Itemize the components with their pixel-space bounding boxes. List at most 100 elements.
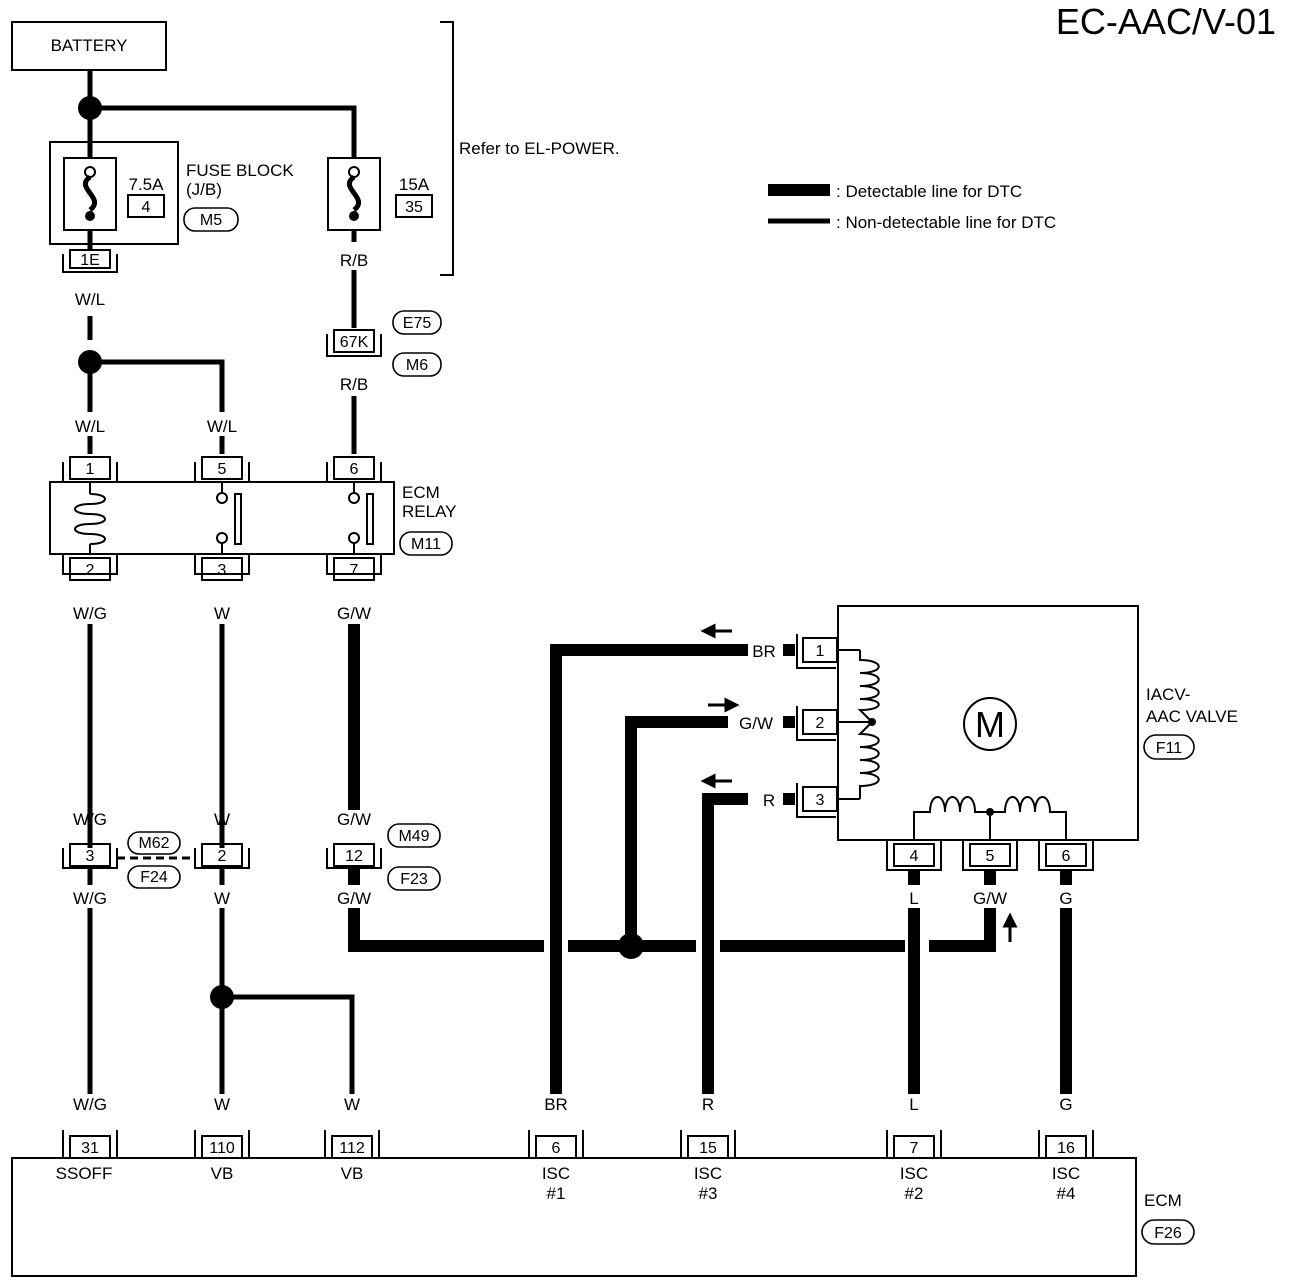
legend-non-detectable-text: : Non-detectable line for DTC	[836, 213, 1056, 232]
wire-color-label: W/L	[75, 290, 105, 309]
relay-term-2: 2	[86, 562, 95, 579]
inline-connector-blocks	[62, 843, 382, 869]
wire-color-label: W	[214, 810, 230, 829]
ecm-term-110: 110	[209, 1140, 235, 1157]
connector-f23: F23	[400, 871, 428, 888]
iacv-connector-pill	[1143, 734, 1195, 760]
refer-note: Refer to EL-POWER.	[459, 139, 620, 158]
wire-color-label: W	[214, 889, 230, 908]
fuse2-amp: 15A	[399, 175, 430, 194]
ecm-pin-name: ISC	[542, 1164, 570, 1183]
thick-wires	[348, 624, 1072, 1094]
wire-color-label: W/G	[73, 1095, 107, 1114]
ecm-pin-name: SSOFF	[56, 1164, 113, 1183]
iacv-term-3: 3	[816, 792, 825, 809]
fuse-block: 7.5A 4 1E	[49, 141, 179, 273]
wire-color-label: W/L	[75, 417, 105, 436]
fuse-block-title: FUSE BLOCK	[186, 161, 294, 180]
relay-switch-1	[216, 482, 242, 554]
connector-pill	[387, 823, 441, 848]
wire-color-label: R	[702, 1095, 714, 1114]
relay-coil	[74, 482, 106, 554]
motor-label: M	[975, 704, 1005, 745]
joint-connector-67k	[326, 329, 382, 357]
relay-switch-2	[348, 482, 374, 554]
ecm-term-16: 16	[1057, 1140, 1075, 1157]
wire-color-label: G	[1059, 889, 1072, 908]
ecm-relay-name-2: RELAY	[402, 502, 457, 521]
wire-color-label: G/W	[337, 889, 371, 908]
fuse-35: 15A 35	[327, 157, 433, 242]
iacv-term-6: 6	[1062, 848, 1071, 865]
legend-detectable-text: : Detectable line for DTC	[836, 182, 1022, 201]
inline-term-3: 3	[86, 848, 95, 865]
wire-color-label: W/G	[73, 810, 107, 829]
iacv-name-1: IACV-	[1146, 685, 1190, 704]
wire-color-label: BR	[752, 642, 776, 661]
ecm-pin-sub: #4	[1057, 1184, 1076, 1203]
ecm-relay-connector-pill	[399, 531, 453, 556]
connector-m62: M62	[138, 835, 169, 852]
wire-color-label: G/W	[739, 714, 773, 733]
junction-dot	[986, 808, 994, 816]
connector-m49: M49	[398, 828, 429, 845]
relay-term-6: 6	[350, 461, 359, 478]
ecm-pin-sub: #3	[699, 1184, 718, 1203]
relay-term-5: 5	[218, 461, 227, 478]
ecm-pin-name: ISC	[1052, 1164, 1080, 1183]
ecm-term-6: 6	[552, 1140, 561, 1157]
wire-color-label: R/B	[340, 375, 368, 394]
ecm-relay-connector: M11	[411, 536, 441, 553]
wire-color-label: L	[909, 1095, 918, 1114]
ecm-pin-name: VB	[211, 1164, 234, 1183]
fuse-block-connector: M5	[200, 212, 222, 229]
wire-color-label: W	[214, 1095, 230, 1114]
junction-dot	[868, 718, 876, 726]
wire-color-label: W/G	[73, 889, 107, 908]
ecm-relay-name-1: ECM	[402, 483, 440, 502]
fuse-block-subtitle: (J/B)	[186, 180, 222, 199]
wire-color-label: R/B	[340, 251, 368, 270]
relay-term-3: 3	[218, 562, 227, 579]
connector-pill	[127, 831, 181, 855]
ecm-term-31: 31	[81, 1140, 99, 1157]
joint-terminal: 67K	[340, 334, 369, 351]
junction-dot	[618, 933, 644, 959]
wire-color-label: L	[909, 889, 918, 908]
wire-color-label: G	[1059, 1095, 1072, 1114]
ecm-term-7: 7	[910, 1140, 919, 1157]
wire-color-label: G/W	[337, 604, 371, 623]
fuse1-number: 4	[142, 199, 151, 216]
ecm-box	[11, 1157, 1137, 1277]
page-code: EC-AAC/V-01	[1056, 1, 1276, 42]
relay-bottom-terminals	[62, 554, 382, 581]
ecm-pin-name: VB	[341, 1164, 364, 1183]
connector-pill	[127, 865, 181, 889]
junction-dot	[210, 985, 234, 1009]
joint-connector-e75: E75	[403, 315, 432, 332]
ecm-terminal-blocks	[62, 1130, 1094, 1159]
fuse1-amp: 7.5A	[129, 175, 165, 194]
iacv-term-5: 5	[986, 848, 995, 865]
wire-color-label: G/W	[337, 810, 371, 829]
iacv-term-4: 4	[910, 848, 919, 865]
fuse2-number: 35	[405, 199, 423, 216]
iacv-name-2: AAC VALVE	[1146, 707, 1238, 726]
wire-color-label: W/L	[207, 417, 237, 436]
wire-color-label: G/W	[973, 889, 1007, 908]
iacv-bottom-terminals	[886, 840, 1094, 871]
iacv-left-terminals	[796, 634, 838, 818]
wire-color-label: BR	[544, 1095, 568, 1114]
connector-pill	[387, 866, 441, 891]
ecm-pin-name: ISC	[900, 1164, 928, 1183]
motor-symbol	[963, 697, 1017, 751]
thin-wires	[87, 70, 357, 1094]
iacv-term-2: 2	[816, 715, 825, 732]
inline-term-2: 2	[218, 848, 227, 865]
joint-connector-pill	[392, 352, 442, 377]
ecm-name: ECM	[1144, 1191, 1182, 1210]
joint-connector-pill	[392, 310, 442, 335]
ecm-connector: F26	[1154, 1225, 1182, 1242]
junction-dot	[78, 96, 102, 120]
